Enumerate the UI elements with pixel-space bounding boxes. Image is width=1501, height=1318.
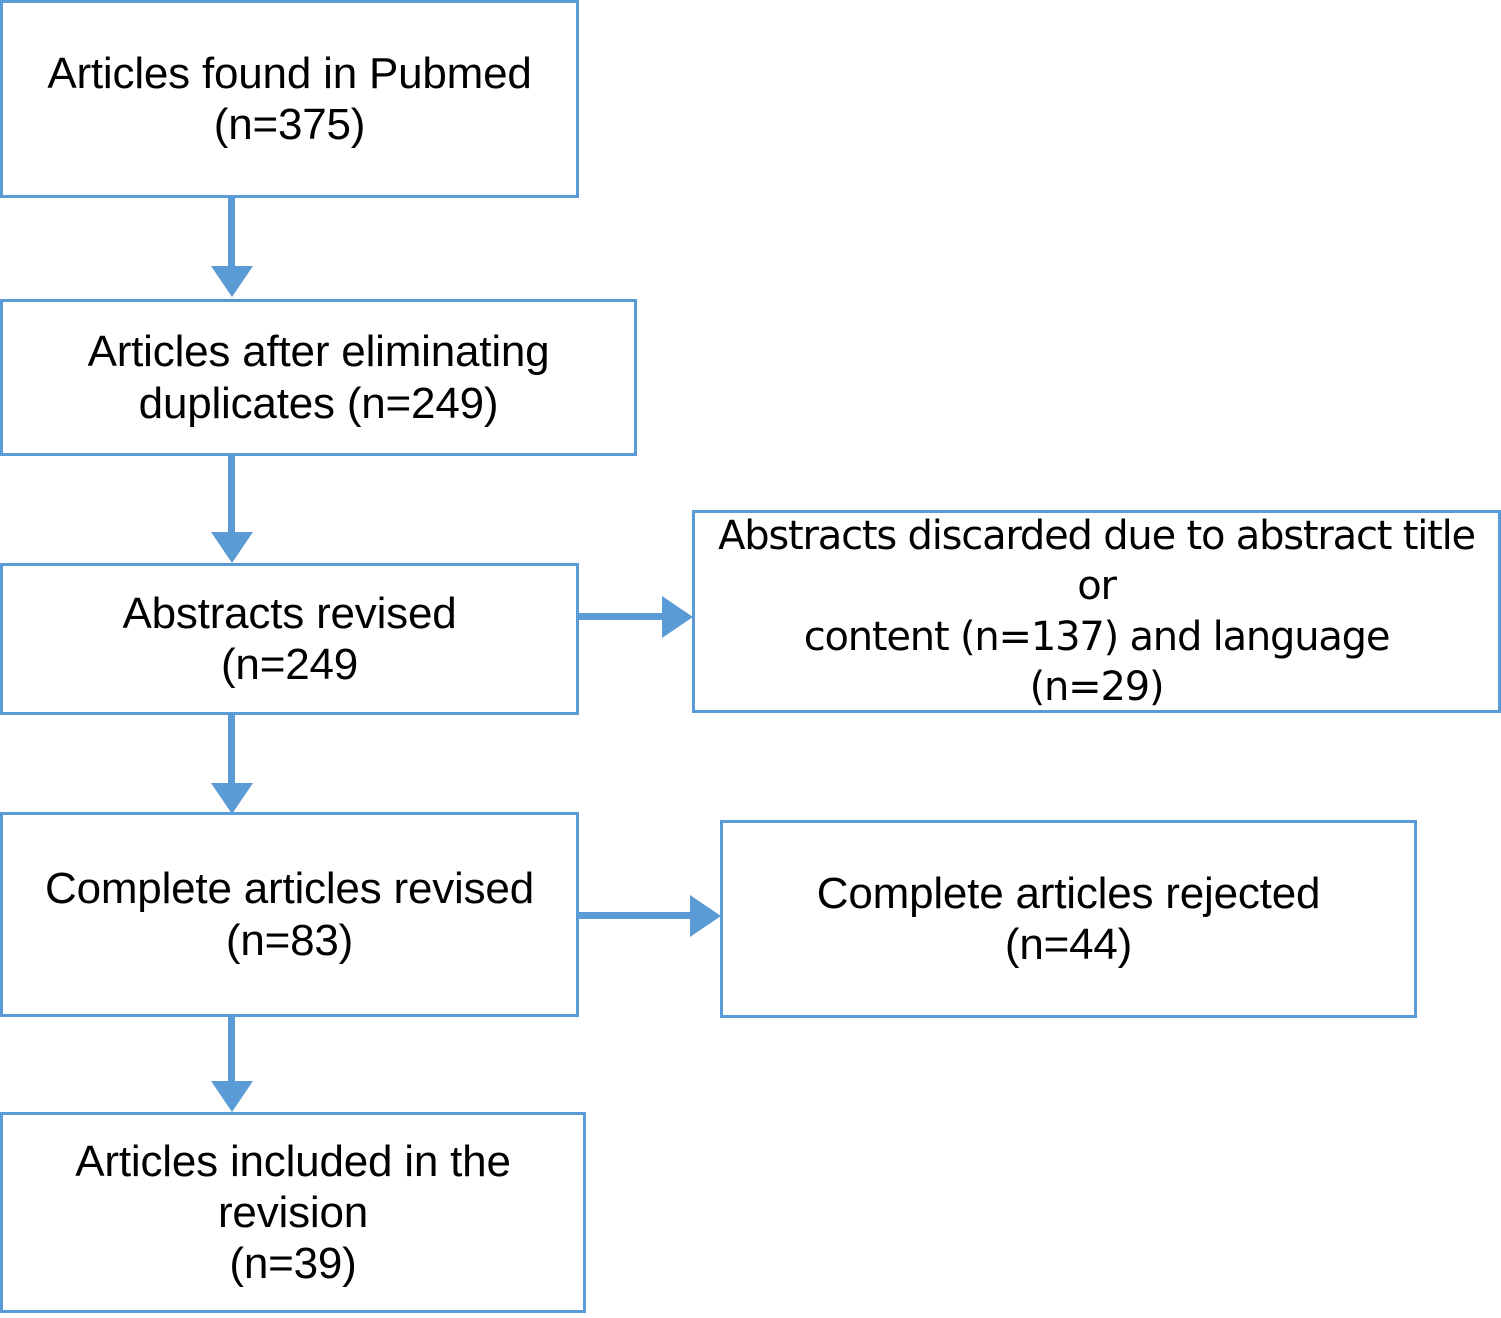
connector-line-horizontal [578,613,664,620]
arrowhead-right-icon [690,895,721,937]
node-complete-articles-revised: Complete articles revised (n=83) [0,812,579,1017]
arrowhead-down-icon [211,783,253,814]
node-articles-after-duplicates: Articles after eliminating duplicates (n… [0,299,637,456]
arrowhead-down-icon [211,1081,253,1112]
connector-line-vertical [228,714,235,786]
node-abstracts-discarded: Abstracts discarded due to abstract titl… [692,510,1501,713]
connector-line-vertical [228,455,235,535]
arrowhead-right-icon [662,596,693,638]
node-abstracts-revised: Abstracts revised (n=249 [0,563,579,715]
arrowhead-down-icon [211,532,253,563]
connector-line-vertical [228,1016,235,1084]
node-articles-included-revision: Articles included in the revision (n=39) [0,1112,586,1313]
arrowhead-down-icon [211,266,253,297]
connector-line-horizontal [578,912,692,919]
node-complete-articles-rejected: Complete articles rejected (n=44) [720,820,1417,1018]
connector-line-vertical [228,197,235,269]
node-articles-found-pubmed: Articles found in Pubmed (n=375) [0,0,579,198]
